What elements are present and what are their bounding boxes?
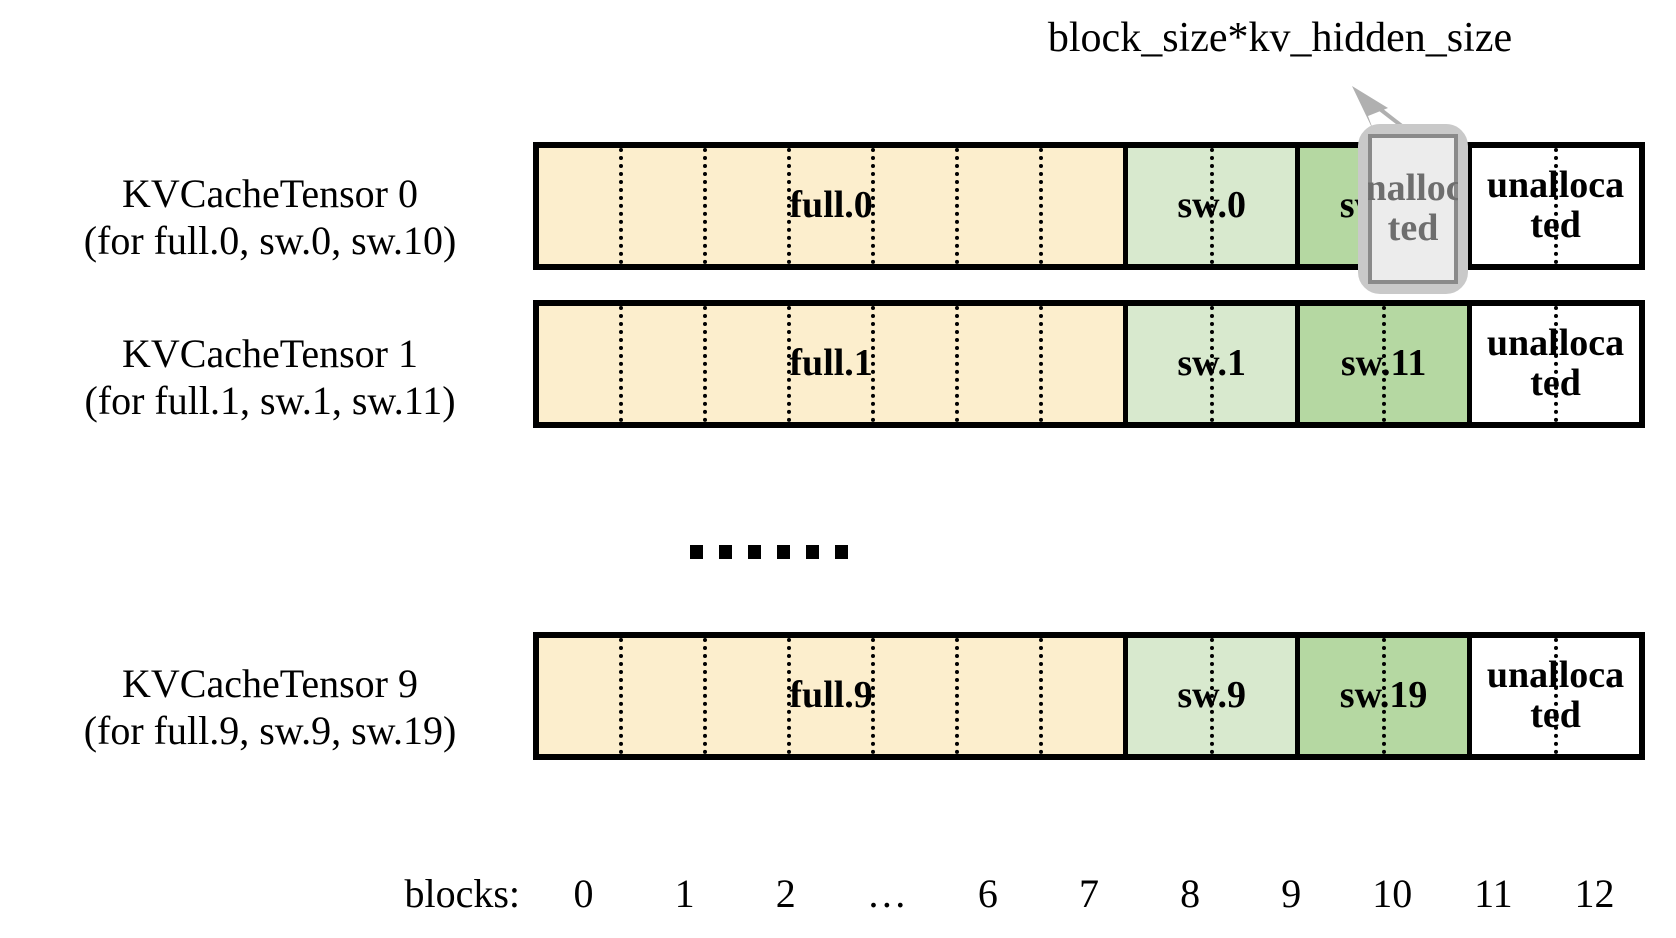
row-label-tensor-0: KVCacheTensor 0 (for full.0, sw.0, sw.10… bbox=[35, 170, 505, 264]
axis-tick: 0 bbox=[573, 871, 594, 916]
segment-sw-1[interactable]: sw.1 bbox=[1128, 306, 1301, 422]
segment-label: full.0 bbox=[789, 184, 873, 227]
row-label-tensor-9: KVCacheTensor 9 (for full.9, sw.9, sw.19… bbox=[35, 660, 505, 754]
segment-label: sw.19 bbox=[1339, 674, 1428, 717]
axis-tick: 9 bbox=[1281, 871, 1302, 916]
row-label-line2: (for full.1, sw.1, sw.11) bbox=[84, 378, 456, 424]
segment-sw-9[interactable]: sw.9 bbox=[1128, 638, 1301, 754]
row-label-tensor-1: KVCacheTensor 1 (for full.1, sw.1, sw.11… bbox=[35, 330, 505, 424]
segment-sw-11[interactable]: sw.11 bbox=[1300, 306, 1473, 422]
ellipsis-dot bbox=[748, 545, 761, 559]
row-label-line2: (for full.0, sw.0, sw.10) bbox=[83, 218, 457, 264]
row-label-line1: KVCacheTensor 0 bbox=[122, 171, 418, 216]
blocks-axis: blocks: 0 1 2 … 6 7 8 9 10 11 12 bbox=[0, 870, 1676, 930]
axis-tick: 7 bbox=[1079, 871, 1100, 916]
ellipsis-dot bbox=[806, 545, 819, 559]
axis-tick: 8 bbox=[1180, 871, 1201, 916]
segment-label: sw.9 bbox=[1177, 674, 1247, 717]
segment-sw-0[interactable]: sw.0 bbox=[1128, 148, 1301, 264]
row-label-line2: (for full.9, sw.9, sw.19) bbox=[83, 708, 457, 754]
ellipsis-dot bbox=[777, 545, 790, 559]
segment-full-0[interactable]: full.0 bbox=[539, 148, 1129, 264]
axis-tick-row: 0 1 2 … 6 7 8 9 10 11 12 bbox=[533, 870, 1645, 917]
ellipsis-dot bbox=[690, 545, 703, 559]
segment-label: sw.1 bbox=[1177, 342, 1247, 385]
block-size-annotation-label: block_size*kv_hidden_size bbox=[1047, 15, 1513, 61]
axis-tick: … bbox=[866, 871, 907, 916]
axis-tick: 12 bbox=[1574, 871, 1615, 916]
ellipsis-dot bbox=[719, 545, 732, 559]
axis-tick: 6 bbox=[977, 871, 998, 916]
row-label-line1: KVCacheTensor 9 bbox=[122, 661, 418, 706]
axis-tick: 10 bbox=[1372, 871, 1413, 916]
ellipsis-dot bbox=[835, 545, 848, 559]
axis-title: blocks: bbox=[404, 871, 520, 916]
segment-label: full.9 bbox=[789, 674, 873, 717]
segment-sw-19[interactable]: sw.19 bbox=[1300, 638, 1473, 754]
vertical-ellipsis bbox=[690, 545, 848, 559]
segment-label: sw.0 bbox=[1177, 184, 1247, 227]
row-label-line1: KVCacheTensor 1 bbox=[122, 331, 418, 376]
segment-full-9[interactable]: full.9 bbox=[539, 638, 1129, 754]
segment-label: sw.11 bbox=[1340, 342, 1427, 385]
axis-tick: 11 bbox=[1474, 871, 1513, 916]
axis-tick: 1 bbox=[674, 871, 695, 916]
highlight-inner-border bbox=[1368, 134, 1458, 284]
axis-tick: 2 bbox=[775, 871, 796, 916]
segment-label: full.1 bbox=[789, 342, 873, 385]
segment-full-1[interactable]: full.1 bbox=[539, 306, 1129, 422]
